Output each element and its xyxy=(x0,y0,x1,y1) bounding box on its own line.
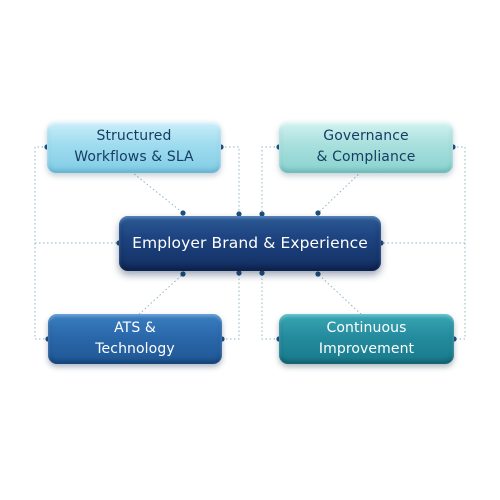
node-label: Governance & Compliance xyxy=(316,128,416,165)
connector-outer-left-lower xyxy=(34,243,48,340)
connector-outer-right-lower xyxy=(454,243,466,340)
connector-dot xyxy=(315,271,321,277)
connector-dot xyxy=(180,271,186,277)
connector-continuous-vertical xyxy=(261,271,279,340)
connector-governance-vertical xyxy=(261,146,279,216)
connector-dot xyxy=(259,211,265,217)
connector-structured-vertical xyxy=(221,146,240,216)
connector-continuous-center xyxy=(317,273,365,318)
connector-governance-center xyxy=(317,168,365,214)
node-continuous-improvement: Continuous Improvement xyxy=(279,314,454,364)
connector-dot xyxy=(315,210,321,216)
connector-ats-vertical xyxy=(222,271,240,340)
connector-dot xyxy=(180,210,186,216)
connector-ats-center xyxy=(135,273,184,318)
center-label: Employer Brand & Experience xyxy=(132,234,368,252)
connector-dot xyxy=(236,270,242,276)
node-governance-compliance: Governance & Compliance xyxy=(279,121,453,173)
connector-structured-center xyxy=(127,168,184,214)
node-ats-technology: ATS & Technology xyxy=(48,314,222,364)
node-label: Continuous Improvement xyxy=(318,320,415,357)
node-label: Structured Workflows & SLA xyxy=(74,128,194,165)
connector-outer-right xyxy=(381,146,466,244)
connector-dot xyxy=(259,270,265,276)
connector-outer-left xyxy=(34,146,119,244)
connector-dot xyxy=(236,211,242,217)
node-center-employer-brand: Employer Brand & Experience xyxy=(119,216,381,271)
node-structured-workflows: Structured Workflows & SLA xyxy=(47,121,221,173)
node-label: ATS & Technology xyxy=(95,320,175,357)
